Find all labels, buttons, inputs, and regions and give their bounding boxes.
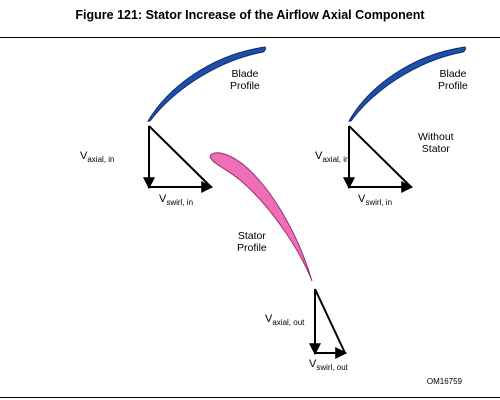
blade-profile-right-label: Blade Profile [438, 68, 468, 92]
stator-profile-label: Stator Profile [237, 230, 267, 254]
bottom-rule [0, 397, 500, 398]
velocity-triangle-inlet-right [343, 125, 414, 193]
blade-profile-left-shape [147, 46, 266, 122]
blade-profile-right-shape [348, 46, 466, 122]
resultant-in-vector-right [348, 125, 412, 188]
resultant-in-vector-left [148, 125, 212, 188]
without-stator-label: Without Stator [418, 131, 454, 155]
v-axial-out-label: Vaxial, out [265, 313, 305, 327]
figure-code: OM16759 [426, 377, 462, 386]
velocity-triangle-outlet [309, 288, 348, 359]
resultant-out-vector [314, 288, 346, 354]
velocity-triangle-inlet-left [143, 125, 214, 193]
v-axial-in-left-label: Vaxial, in [80, 150, 115, 164]
v-swirl-out-label: Vswirl, out [309, 358, 348, 372]
v-swirl-in-left-label: Vswirl, in [159, 193, 194, 207]
top-rule [0, 37, 500, 38]
stator-profile-shape [209, 152, 313, 282]
blade-profile-left-label: Blade Profile [230, 68, 260, 92]
v-swirl-in-right-label: Vswirl, in [358, 193, 393, 207]
figure-title: Figure 121: Stator Increase of the Airfl… [75, 8, 425, 22]
v-axial-in-right-label: Vaxial, in [315, 150, 350, 164]
